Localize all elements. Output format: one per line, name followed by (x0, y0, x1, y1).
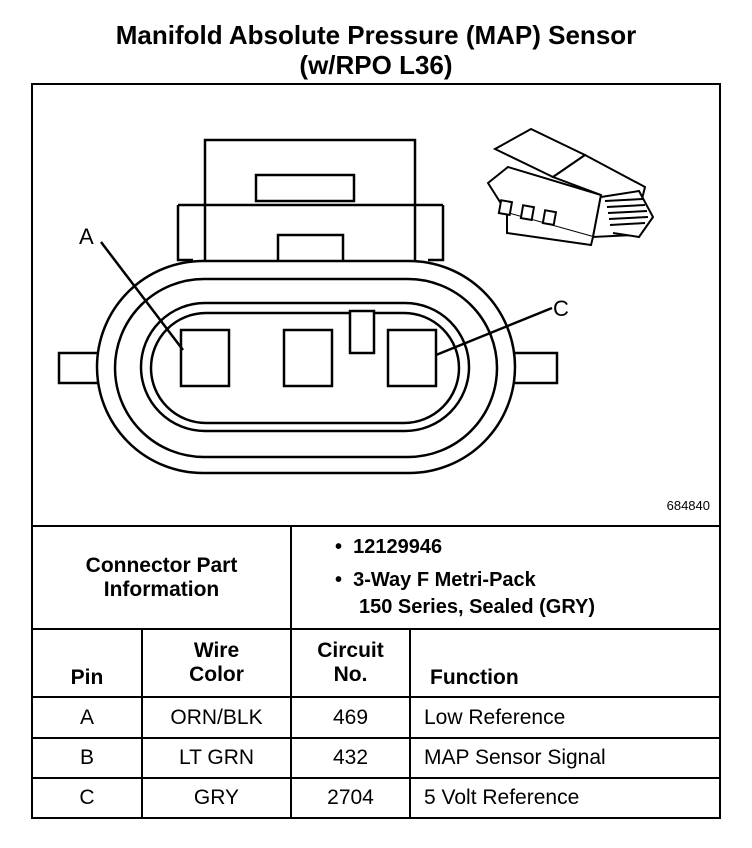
callout-c-line (435, 306, 553, 357)
bullet-icon: • (335, 569, 343, 591)
table-top-border (31, 525, 721, 527)
terminal-a (179, 328, 231, 388)
pin-column-divider (141, 628, 143, 818)
row-pin: A (79, 705, 94, 729)
row-function: Low Reference (424, 705, 566, 729)
connector-shell-inner (113, 277, 499, 459)
page-title: Manifold Absolute Pressure (MAP) Sensor (115, 20, 637, 50)
part-number: 12129946 (353, 536, 443, 558)
row-wire-color: GRY (193, 786, 240, 809)
row-circuit: 469 (332, 705, 369, 729)
info-column-divider (290, 525, 292, 818)
seal-inner (149, 311, 461, 425)
header-circuit-line1: Circuit (317, 639, 384, 662)
page-subtitle: (w/RPO L36) (299, 50, 453, 80)
description-item-cont: 150 Series, Sealed (GRY) (359, 596, 595, 619)
header-wire-color-line2: Color (189, 663, 244, 686)
figure-number: 684840 (666, 498, 710, 513)
connector-diagram (57, 127, 655, 475)
header-pin: Pin (33, 630, 141, 696)
seal-outer (139, 301, 471, 433)
header-wire-color-line1: Wire (193, 639, 240, 662)
description-item: • 3-Way F Metri-Pack (335, 569, 536, 592)
row-wire-color: LT GRN (178, 746, 255, 769)
row-circuit: 432 (332, 746, 369, 769)
callout-c-label: C (553, 296, 569, 321)
header-pin-text: Pin (70, 666, 104, 689)
table-row-separator (31, 737, 721, 739)
header-function-text: Function (430, 666, 519, 689)
table-row-separator (31, 777, 721, 779)
bullet-icon: • (335, 536, 343, 558)
connector-info-label-line2: Information (103, 577, 220, 601)
connector-description-line2: 150 Series, Sealed (GRY) (359, 596, 596, 618)
row-wire-color: ORN/BLK (170, 705, 263, 729)
connector-info-label: Connector Part Information (33, 527, 290, 628)
row-pin: C (79, 786, 95, 809)
part-number-item: • 12129946 (335, 536, 442, 559)
header-function: Function (430, 630, 710, 696)
callout-a-label: A (79, 224, 94, 249)
table-header-separator (31, 628, 721, 630)
diagram-frame (31, 83, 721, 819)
callout-a-line (100, 241, 184, 351)
connector-thumbnail (486, 127, 655, 247)
header-wire-color: Wire Color (143, 630, 290, 696)
row-pin: B (79, 746, 94, 769)
header-circuit-line2: No. (333, 663, 368, 686)
circuit-column-divider (409, 628, 411, 818)
terminal-b (282, 328, 334, 388)
row-function: 5 Volt Reference (424, 786, 580, 809)
row-function: MAP Sensor Signal (424, 746, 606, 769)
header-circuit: Circuit No. (292, 630, 409, 696)
connector-description-line1: 3-Way F Metri-Pack (353, 569, 536, 591)
latch-slot (254, 173, 356, 203)
table-row-separator (31, 696, 721, 698)
terminal-c (386, 328, 438, 388)
left-tab (57, 351, 105, 385)
right-tab (511, 351, 559, 385)
key-bump (348, 309, 376, 355)
connector-info-label-line1: Connector Part (85, 553, 238, 577)
row-circuit: 2704 (327, 786, 374, 809)
